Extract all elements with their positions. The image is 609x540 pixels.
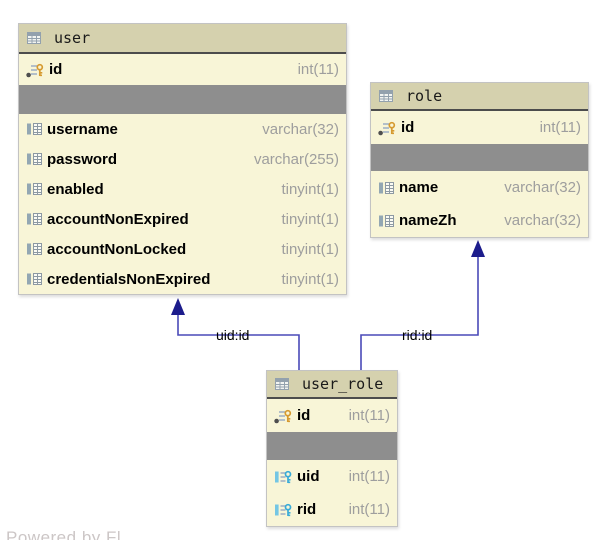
- table-user[interactable]: user id int(11) username varchar(32): [18, 23, 347, 295]
- column-type: tinyint(1): [281, 240, 339, 258]
- table-icon: [274, 376, 290, 392]
- column-row-pk[interactable]: id int(11): [371, 111, 588, 144]
- table-icon: [378, 88, 394, 104]
- table-user-role-header[interactable]: user_role: [267, 371, 397, 399]
- table-user-header[interactable]: user: [19, 24, 346, 54]
- column-row-fk[interactable]: uid int(11): [267, 460, 397, 493]
- column-row[interactable]: enabled tinyint(1): [19, 174, 346, 204]
- column-name: uid: [297, 468, 320, 485]
- column-name: id: [401, 119, 415, 136]
- foreign-key-icon: [274, 502, 293, 518]
- column-name: enabled: [47, 180, 104, 198]
- column-type: tinyint(1): [281, 270, 339, 288]
- arrowhead-up-icon: [471, 240, 485, 257]
- table-title: role: [406, 87, 443, 105]
- column-name: nameZh: [399, 212, 457, 229]
- column-icon: [26, 151, 43, 167]
- column-type: tinyint(1): [281, 210, 339, 228]
- table-title: user_role: [302, 375, 384, 393]
- column-type: int(11): [348, 501, 390, 518]
- column-row[interactable]: accountNonLocked tinyint(1): [19, 234, 346, 264]
- primary-key-icon: [274, 408, 293, 424]
- separator-band: [371, 144, 588, 171]
- column-row-fk[interactable]: rid int(11): [267, 493, 397, 526]
- primary-key-icon: [26, 62, 45, 78]
- column-row[interactable]: username varchar(32): [19, 114, 346, 144]
- column-type: int(11): [297, 61, 339, 78]
- table-role-header[interactable]: role: [371, 83, 588, 111]
- column-type: int(11): [348, 468, 390, 485]
- column-type: varchar(32): [504, 212, 581, 229]
- column-name: id: [297, 407, 311, 424]
- column-name: accountNonLocked: [47, 240, 187, 258]
- column-name: name: [399, 179, 439, 196]
- relation-label-uid-id: uid:id: [216, 327, 250, 343]
- column-row[interactable]: name varchar(32): [371, 171, 588, 204]
- column-type: tinyint(1): [281, 180, 339, 198]
- column-icon: [378, 180, 395, 196]
- column-icon: [378, 213, 395, 229]
- foreign-key-icon: [274, 469, 293, 485]
- separator-band: [267, 432, 397, 460]
- primary-key-icon: [378, 120, 397, 136]
- column-type: varchar(32): [504, 179, 581, 196]
- column-row[interactable]: password varchar(255): [19, 144, 346, 174]
- column-row[interactable]: nameZh varchar(32): [371, 204, 588, 237]
- column-type: int(11): [348, 407, 390, 424]
- column-name: credentialsNonExpired: [47, 270, 211, 288]
- relation-line-rid-id: [360, 256, 479, 370]
- separator-band: [19, 85, 346, 114]
- column-row-pk[interactable]: id int(11): [19, 54, 346, 85]
- watermark-text: Powered by Fl: [6, 528, 122, 540]
- column-icon: [26, 181, 43, 197]
- column-row[interactable]: credentialsNonExpired tinyint(1): [19, 264, 346, 294]
- column-name: id: [49, 61, 63, 78]
- relation-label-rid-id: rid:id: [402, 327, 433, 343]
- column-icon: [26, 271, 43, 287]
- column-name: rid: [297, 501, 317, 518]
- column-row[interactable]: accountNonExpired tinyint(1): [19, 204, 346, 234]
- arrowhead-up-icon: [171, 298, 185, 315]
- table-user-role[interactable]: user_role id int(11): [266, 370, 398, 527]
- table-icon: [26, 30, 42, 46]
- column-type: varchar(32): [262, 120, 339, 138]
- column-row-pk[interactable]: id int(11): [267, 399, 397, 432]
- column-name: username: [47, 120, 118, 138]
- column-icon: [26, 211, 43, 227]
- column-type: varchar(255): [253, 150, 339, 168]
- column-name: password: [47, 150, 118, 168]
- column-type: int(11): [539, 119, 581, 136]
- table-role[interactable]: role id int(11) name varchar(32): [370, 82, 589, 238]
- table-title: user: [54, 29, 91, 47]
- column-icon: [26, 241, 43, 257]
- column-icon: [26, 121, 43, 137]
- column-name: accountNonExpired: [47, 210, 189, 228]
